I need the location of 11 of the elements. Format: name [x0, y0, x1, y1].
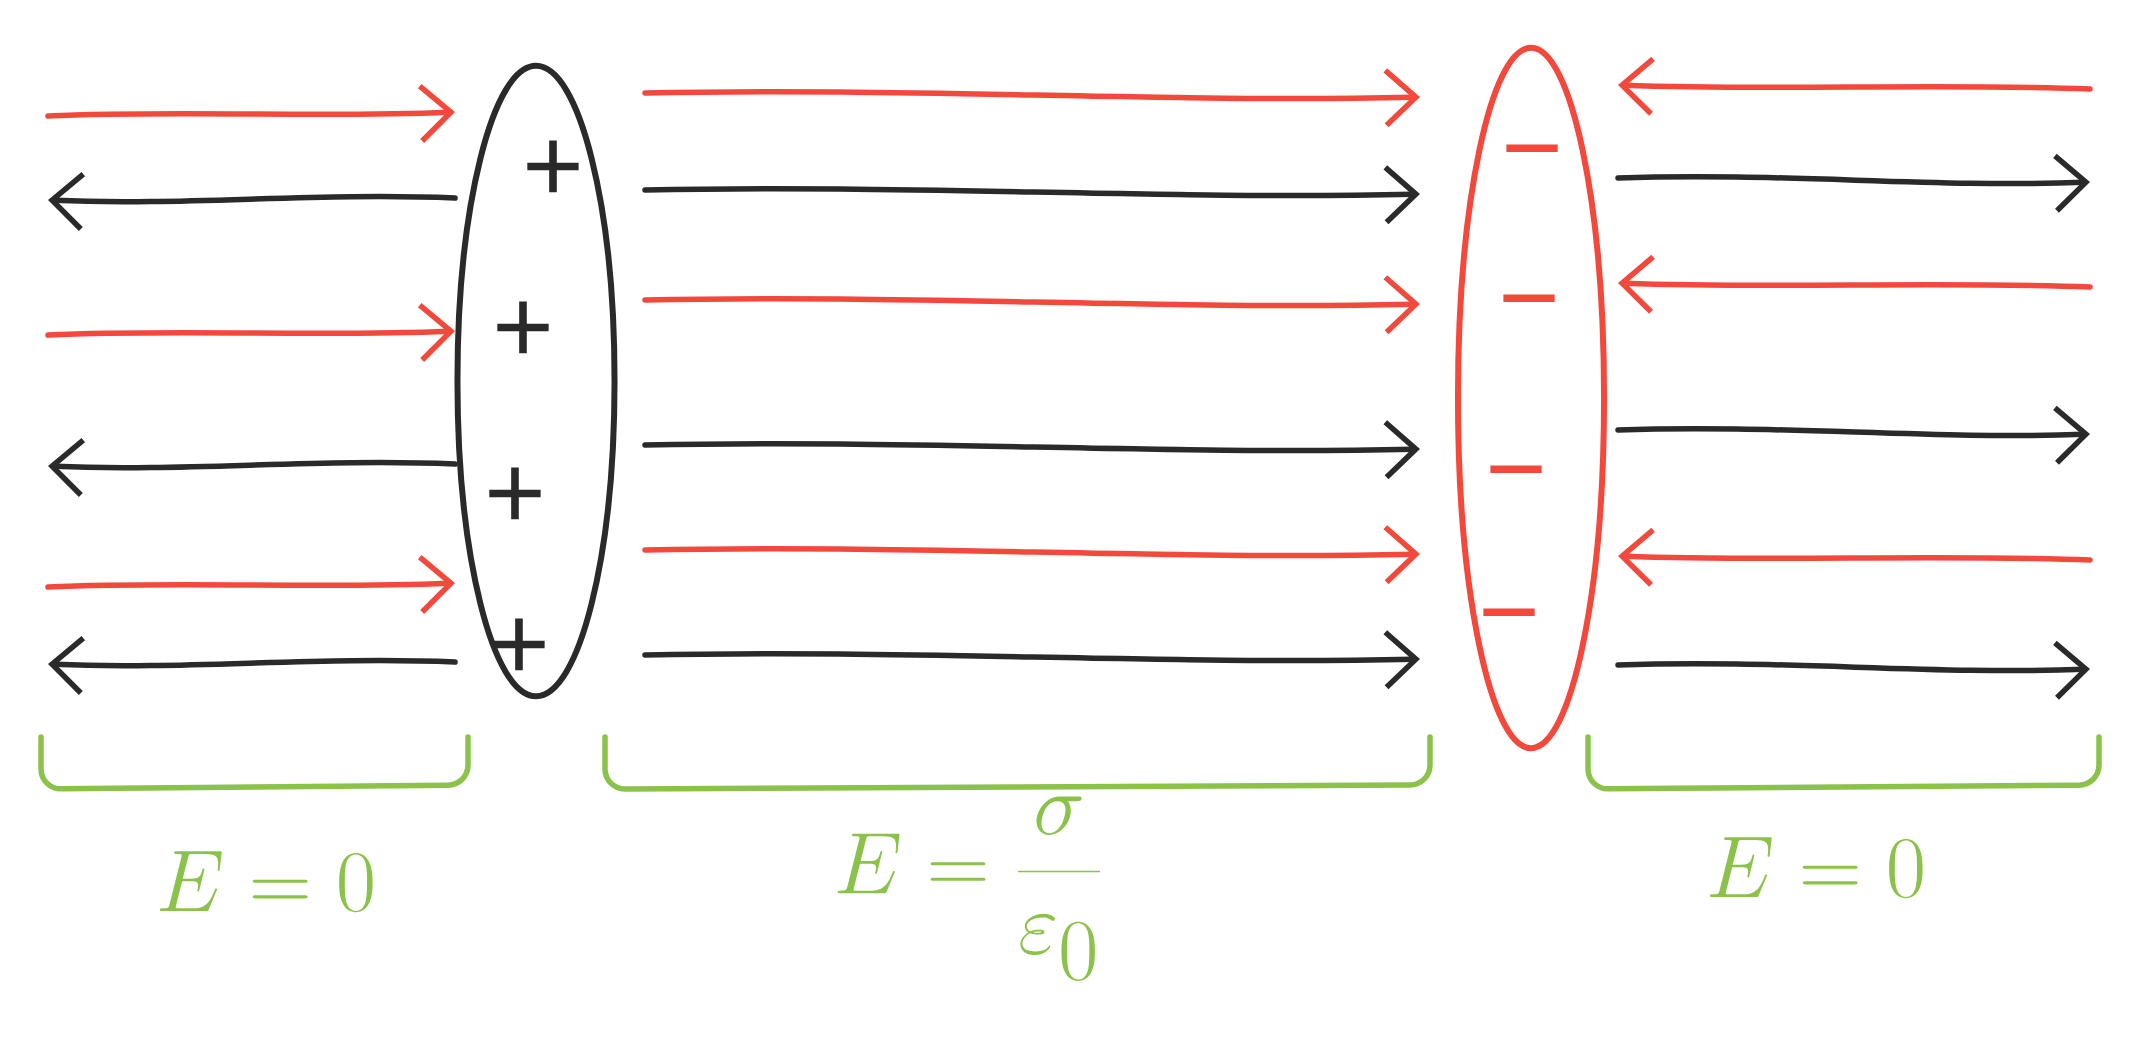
field-label: $E = \frac{\sigma}{\varepsilon_0}$ [837, 796, 1101, 981]
charge-sign: − [1490, 465, 1542, 474]
charge-sign: + [527, 140, 579, 193]
charge-sign: + [493, 618, 545, 671]
charge-sign: − [1483, 608, 1535, 617]
charge-sign: − [1503, 294, 1555, 303]
charge-sign: + [489, 467, 541, 520]
charge-sign: + [497, 301, 549, 354]
field-label: $E = 0$ [159, 851, 373, 913]
field-label: $E = 0$ [1709, 837, 1923, 899]
charge-sign: − [1506, 144, 1558, 153]
